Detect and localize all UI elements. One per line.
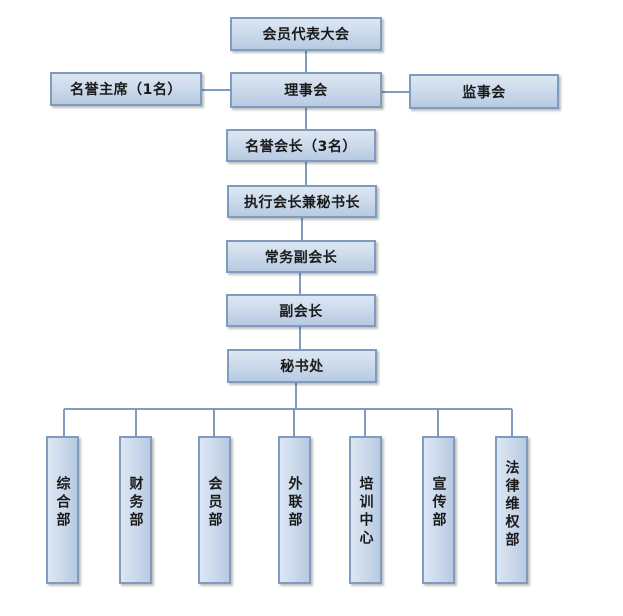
department-box: 综合部 (46, 436, 79, 584)
department-box: 财务部 (119, 436, 152, 584)
department-label: 法律维权部 (503, 460, 520, 550)
supervisory-label: 监事会 (462, 84, 506, 101)
exec-vice-president-label: 常务副会长 (264, 249, 338, 266)
honorary-chair-label: 名誉主席（1名） (70, 82, 182, 98)
department-label: 培训中心 (357, 476, 374, 548)
department-box: 法律维权部 (495, 436, 528, 584)
department-label: 综合部 (54, 476, 71, 530)
exec-vice-president-box: 常务副会长 (226, 240, 376, 273)
exec-president-box: 执行会长兼秘书长 (227, 185, 377, 218)
council-label: 理事会 (284, 83, 328, 99)
department-box: 外联部 (278, 436, 311, 584)
council-box: 理事会 (230, 72, 382, 108)
vice-president-box: 副会长 (226, 294, 376, 327)
vice-president-label: 副会长 (279, 303, 323, 320)
department-box: 培训中心 (349, 436, 382, 584)
secretariat-label: 秘书处 (280, 359, 324, 375)
assembly-label: 会员代表大会 (262, 27, 350, 43)
department-label: 财务部 (127, 476, 144, 530)
honorary-chair-box: 名誉主席（1名） (50, 72, 202, 106)
honorary-president-box: 名誉会长（3名） (226, 129, 376, 162)
department-box: 会员部 (198, 436, 231, 584)
supervisory-box: 监事会 (409, 74, 559, 109)
assembly-box: 会员代表大会 (230, 17, 382, 51)
department-label: 宣传部 (430, 476, 447, 530)
exec-president-label: 执行会长兼秘书长 (244, 194, 360, 211)
secretariat-box: 秘书处 (227, 349, 377, 383)
department-label: 外联部 (286, 476, 303, 530)
honorary-president-label: 名誉会长（3名） (245, 138, 357, 155)
department-box: 宣传部 (422, 436, 455, 584)
department-label: 会员部 (206, 476, 223, 530)
